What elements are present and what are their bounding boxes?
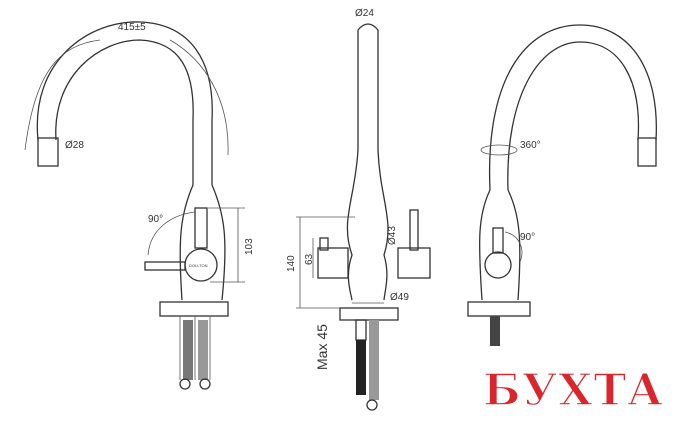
- reach-label: 415±5: [118, 22, 146, 33]
- spout-inner: [55, 39, 194, 185]
- brand-label: DOLLTON: [189, 263, 208, 268]
- hose: [183, 320, 193, 380]
- hose-black: [356, 340, 366, 395]
- spout-column: [357, 23, 379, 150]
- left-side-view: DOLLTON 415±5 Ø28 90° 103: [24, 21, 255, 390]
- spout-diameter-label: Ø28: [65, 140, 84, 151]
- mount-flange: [159, 301, 229, 317]
- lever-side: [144, 261, 186, 271]
- bukhta-logo-watermark: БУХТА: [482, 364, 664, 417]
- hose: [198, 320, 208, 380]
- spout-outer: [488, 24, 657, 191]
- lever-angle-label: 90°: [520, 232, 535, 243]
- shank: [355, 319, 367, 341]
- lever-height-label: 103: [244, 238, 255, 255]
- body: [179, 184, 226, 301]
- body: [478, 189, 521, 301]
- right-lever: [409, 209, 419, 251]
- mount-flange: [467, 301, 531, 317]
- cartridge: [484, 251, 512, 279]
- base-diameter-label: Ø49: [390, 292, 409, 303]
- total-height-label: 140: [286, 255, 297, 272]
- hose-braided: [369, 320, 379, 400]
- max-thickness-label: Max 45: [314, 324, 330, 370]
- height-dimension: [208, 207, 245, 283]
- handle-height-label: 63: [304, 253, 315, 265]
- body-diameter-label: Ø43: [387, 226, 398, 245]
- hose: [490, 316, 500, 346]
- hoses: [179, 316, 211, 380]
- lever: [194, 207, 208, 249]
- fitting: [366, 399, 378, 411]
- spout-outer: [36, 21, 213, 185]
- fitting: [199, 378, 211, 390]
- front-view: Ø24 140 63 Ø43 Ø49 Max 45: [286, 8, 431, 411]
- watermark-text: БУХТА: [483, 365, 664, 416]
- mount-flange: [339, 307, 399, 321]
- body: [346, 149, 389, 301]
- spout-inner: [507, 41, 640, 191]
- left-handle: [317, 247, 349, 279]
- handle-knob: [319, 237, 329, 251]
- rotation-arrow: [480, 144, 518, 156]
- spray-head: [637, 137, 657, 167]
- top-diameter-label: Ø24: [355, 8, 374, 19]
- fitting: [179, 378, 191, 390]
- reach-arc: [24, 39, 101, 151]
- spray-head: [37, 137, 59, 167]
- reach-arc-right: [169, 39, 229, 156]
- lever-angle-arc: [504, 231, 523, 263]
- rotation-label: 360°: [520, 140, 541, 151]
- right-handle: [397, 247, 431, 279]
- lever-angle-arc: [147, 211, 196, 256]
- right-side-view: 360° 90°: [467, 24, 657, 346]
- lever: [492, 227, 504, 254]
- lever-angle-label: 90°: [148, 214, 163, 225]
